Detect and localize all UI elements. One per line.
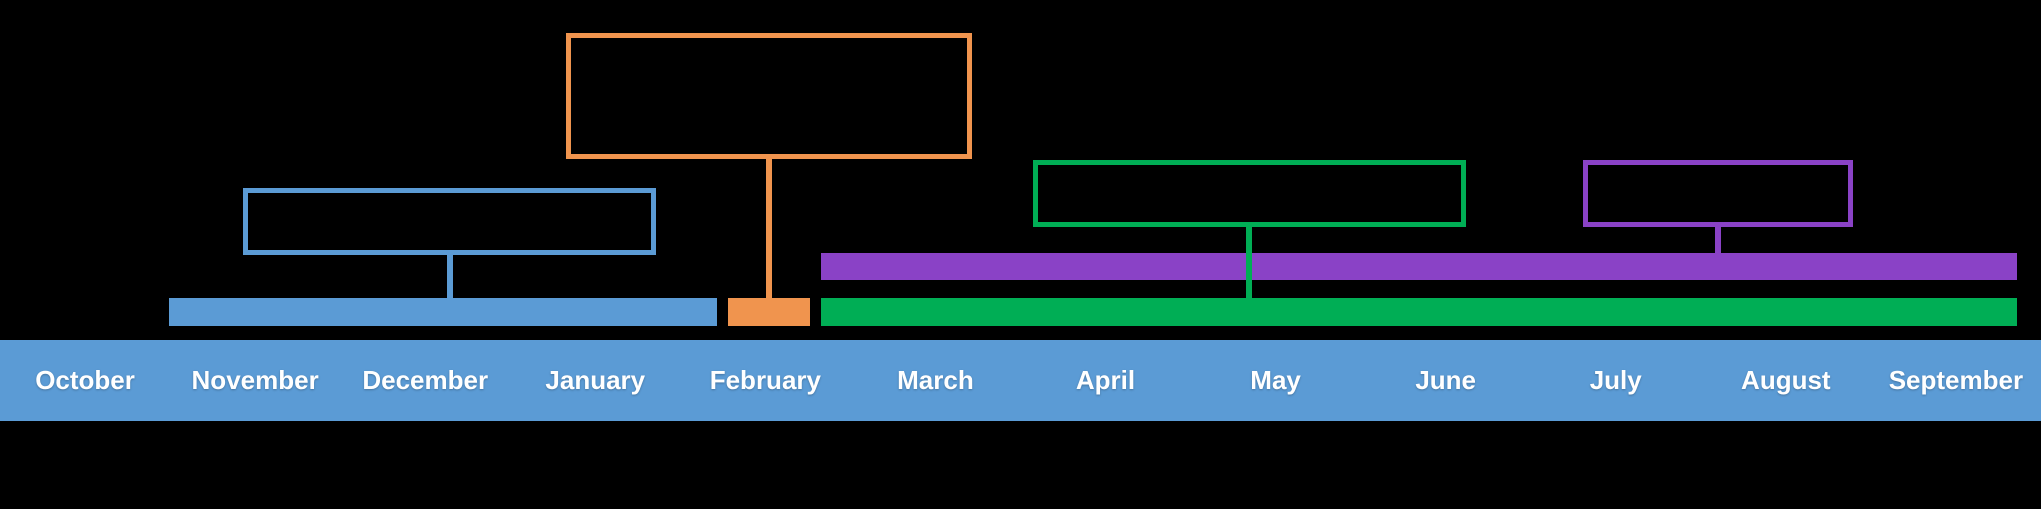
connector-purple — [1715, 223, 1721, 253]
callout-box-blue — [243, 188, 656, 255]
connector-orange — [766, 155, 772, 298]
month-label-july: July — [1589, 365, 1642, 395]
month-label-september: September — [1888, 365, 2024, 395]
phase-bar-green — [821, 298, 2017, 326]
callout-box-green — [1033, 160, 1466, 227]
phase-bar-orange — [728, 298, 810, 326]
phase-bar-blue — [169, 298, 717, 326]
month-strip: October November December January Februa… — [0, 340, 2041, 421]
callout-box-purple — [1583, 160, 1853, 227]
connector-green — [1246, 223, 1252, 298]
connector-blue — [447, 250, 453, 298]
month-label-june: June — [1415, 365, 1476, 395]
month-label-january: January — [545, 365, 646, 395]
month-label-november: November — [191, 365, 319, 395]
month-label-may: May — [1250, 365, 1301, 395]
month-label-august: August — [1741, 365, 1831, 395]
month-label-december: December — [362, 365, 489, 395]
callout-box-orange — [566, 33, 972, 159]
phase-bar-purple — [821, 253, 2017, 280]
month-label-october: October — [35, 365, 135, 395]
month-label-march: March — [897, 365, 974, 395]
month-label-april: April — [1075, 365, 1136, 395]
month-label-february: February — [709, 365, 821, 395]
